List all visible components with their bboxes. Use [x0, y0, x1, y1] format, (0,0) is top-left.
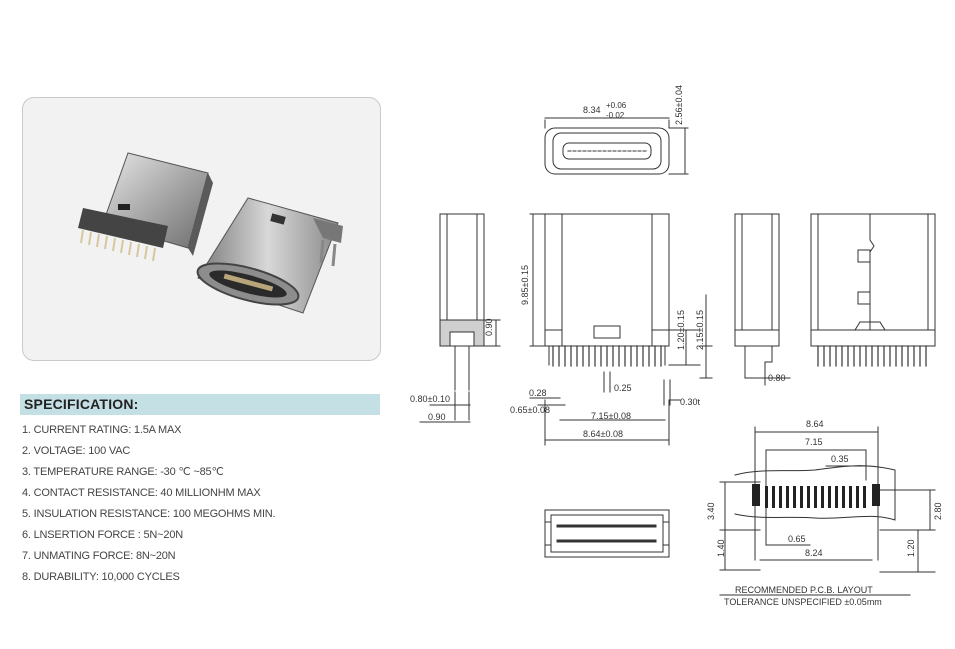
dim-front-h1: 1.20±0.15 [676, 310, 686, 350]
spec-item: 6. LNSERTION FORCE : 5N~20N [22, 529, 183, 541]
dim-pcb-864: 8.64 [806, 419, 824, 429]
top-view [544, 117, 689, 175]
spec-item: 5. INSULATION RESISTANCE: 100 MEGOHMS MI… [22, 508, 276, 520]
pcb-pads [752, 484, 880, 508]
dim-pcb-824: 8.24 [805, 548, 823, 558]
dim-front-715: 7.15±0.08 [591, 411, 631, 421]
spec-item: 3. TEMPERATURE RANGE: -30 ℃ ~85℃ [22, 466, 224, 478]
dim-pcb-340: 3.40 [706, 502, 716, 520]
connector-photo-illustration [78, 152, 343, 314]
front-view [529, 213, 713, 446]
dim-pcb-280: 2.80 [933, 502, 943, 520]
rear-view [810, 213, 936, 347]
side-view-right [734, 213, 791, 386]
spec-item: 1. CURRENT RATING: 1.5A MAX [22, 424, 182, 436]
spec-item: 2. VOLTAGE: 100 VAC [22, 445, 131, 457]
dim-side2-080: 0.80 [768, 373, 786, 383]
pcb-note-title: RECOMMENDED P.C.B. LAYOUT [735, 585, 873, 595]
dim-front-025: 0.25 [614, 383, 632, 393]
dim-front-030: 0.30t [680, 397, 701, 407]
pcb-note-tolerance: TOLERANCE UNSPECIFIED ±0.05mm [724, 597, 882, 607]
spec-item: 8. DURABILITY: 10,000 CYCLES [22, 571, 180, 583]
dim-front-864: 8.64±0.08 [583, 429, 623, 439]
specification-header: SPECIFICATION: [20, 394, 380, 415]
dim-side-height: 0.90 [484, 318, 494, 336]
dim-pcb-120: 1.20 [906, 539, 916, 557]
dim-front-028: 0.28 [529, 388, 547, 398]
specification-title: SPECIFICATION: [24, 396, 139, 412]
dim-pcb-715: 7.15 [805, 437, 823, 447]
dim-front-height: 9.85±0.15 [520, 265, 530, 305]
dim-pcb-140: 1.40 [716, 539, 726, 557]
dim-side-pin: 0.80±0.10 [410, 394, 450, 404]
dim-side-pin-width: 0.90 [428, 412, 446, 422]
specification-list: 1. CURRENT RATING: 1.5A MAX 2. VOLTAGE: … [22, 420, 276, 588]
spec-item: 7. UNMATING FORCE: 8N~20N [22, 550, 176, 562]
product-photo [22, 97, 381, 361]
dim-pcb-065: 0.65 [788, 534, 806, 544]
side-view-left [419, 213, 501, 423]
technical-drawing: 8.34 +0.06 -0.02 2.56±0.04 0.90 0.80±0.1… [410, 85, 943, 607]
connector-front-view [196, 197, 343, 314]
dim-front-h2: 2.15±0.15 [695, 310, 705, 350]
dim-top-width-tol-plus: +0.06 [606, 101, 627, 110]
connector-back-view [78, 152, 213, 262]
dim-top-height: 2.56±0.04 [674, 85, 684, 125]
dim-top-width: 8.34 [583, 105, 601, 115]
rear-view-pins [817, 345, 927, 367]
front-view-pins [552, 345, 662, 367]
dim-front-065: 0.65±0.08 [510, 405, 550, 415]
dim-pcb-035: 0.35 [831, 454, 849, 464]
spec-item: 4. CONTACT RESISTANCE: 40 MILLIONHM MAX [22, 487, 261, 499]
bottom-view [544, 509, 670, 558]
pcb-layout [719, 426, 936, 573]
dim-top-width-tol-minus: -0.02 [606, 111, 625, 120]
